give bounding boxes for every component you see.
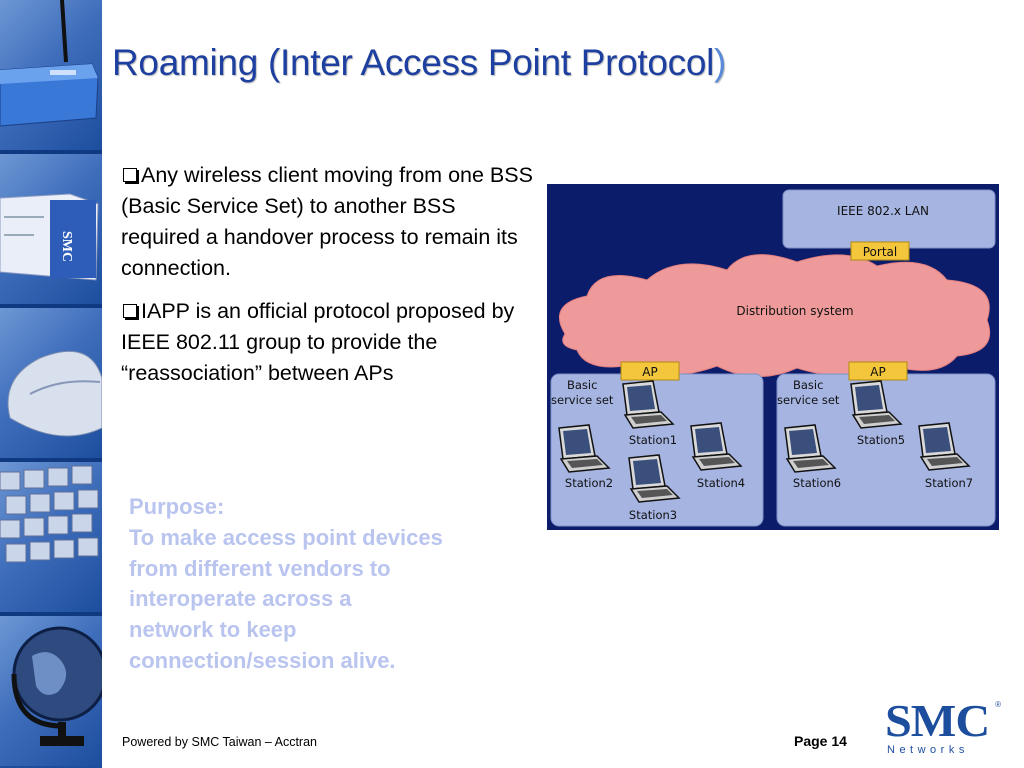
station2-label: Station2 (565, 476, 613, 490)
portal-label: Portal (863, 245, 897, 259)
globe-icon (11, 626, 102, 746)
checkbox-bullet-icon (123, 168, 137, 183)
footer-page-number: Page 14 (794, 733, 847, 749)
ap-label-left: AP (642, 365, 657, 379)
router-icon (0, 0, 99, 127)
lan-label: IEEE 802.x LAN (837, 204, 929, 218)
footer-powered-by: Powered by SMC Taiwan – Acctran (122, 735, 318, 749)
logo-subtitle: Networks (887, 744, 969, 756)
network-diagram: IEEE 802.x LAN Distribution system Porta… (547, 184, 999, 530)
purpose-block: Purpose: To make access point devices fr… (129, 492, 529, 677)
station6-label: Station6 (793, 476, 841, 490)
station1-label: Station1 (629, 433, 677, 447)
purpose-line: connection/session alive. (129, 647, 396, 673)
purpose-heading: Purpose: (129, 494, 225, 519)
bullet-text: Any wireless client moving from one BSS … (121, 163, 533, 280)
ap-label-right: AP (870, 365, 885, 379)
logo-wordmark: SMC (885, 695, 990, 746)
checkbox-bullet-icon (123, 304, 137, 319)
station3-label: Station3 (629, 508, 677, 522)
station5-label: Station5 (857, 433, 905, 447)
purpose-line: To make access point devices (129, 524, 443, 550)
bullet-text: IAPP is an official protocol proposed by… (121, 299, 515, 385)
bullet-item: Any wireless client moving from one BSS … (121, 160, 536, 284)
bss-label-left-2: service set (551, 393, 614, 407)
distribution-label: Distribution system (736, 304, 853, 318)
lan-box (782, 189, 996, 249)
station4-label: Station4 (697, 476, 745, 490)
portal-tag (850, 241, 910, 261)
slide-title-text: Roaming (Inter Access Point Protocol (112, 42, 715, 83)
keyboard-photo-tile (0, 462, 102, 612)
purpose-line: network to keep (129, 617, 297, 643)
svg-text:SMC: SMC (59, 231, 74, 262)
bullet-item: IAPP is an official protocol proposed by… (121, 296, 536, 389)
globe-photo-tile (0, 616, 102, 766)
pc-card-photo-tile: SMC (0, 154, 102, 304)
purpose-line: interoperate across a (129, 586, 352, 612)
smc-networks-logo: SMC ® Networks (885, 698, 1003, 757)
ap-tag-left (620, 361, 680, 381)
bss-label-left-1: Basic (567, 378, 597, 392)
slide-title-close-paren: ) (714, 42, 727, 83)
mouse-photo-tile (0, 308, 102, 458)
logo-registered-mark: ® (995, 700, 1001, 709)
purpose-line: from different vendors to (129, 555, 391, 581)
pc-card-icon: SMC (0, 193, 99, 281)
bullet-list: Any wireless client moving from one BSS … (121, 160, 536, 401)
mouse-icon (7, 350, 102, 437)
router-photo-tile (0, 0, 102, 150)
keyboard-icon (0, 465, 99, 563)
left-decorative-strip: SMC (0, 0, 102, 768)
bss-label-right-2: service set (777, 393, 840, 407)
bss-label-right-1: Basic (793, 378, 823, 392)
station7-label: Station7 (925, 476, 973, 490)
slide-title: Roaming (Inter Access Point Protocol) (112, 42, 726, 84)
ap-tag-right (848, 361, 908, 381)
